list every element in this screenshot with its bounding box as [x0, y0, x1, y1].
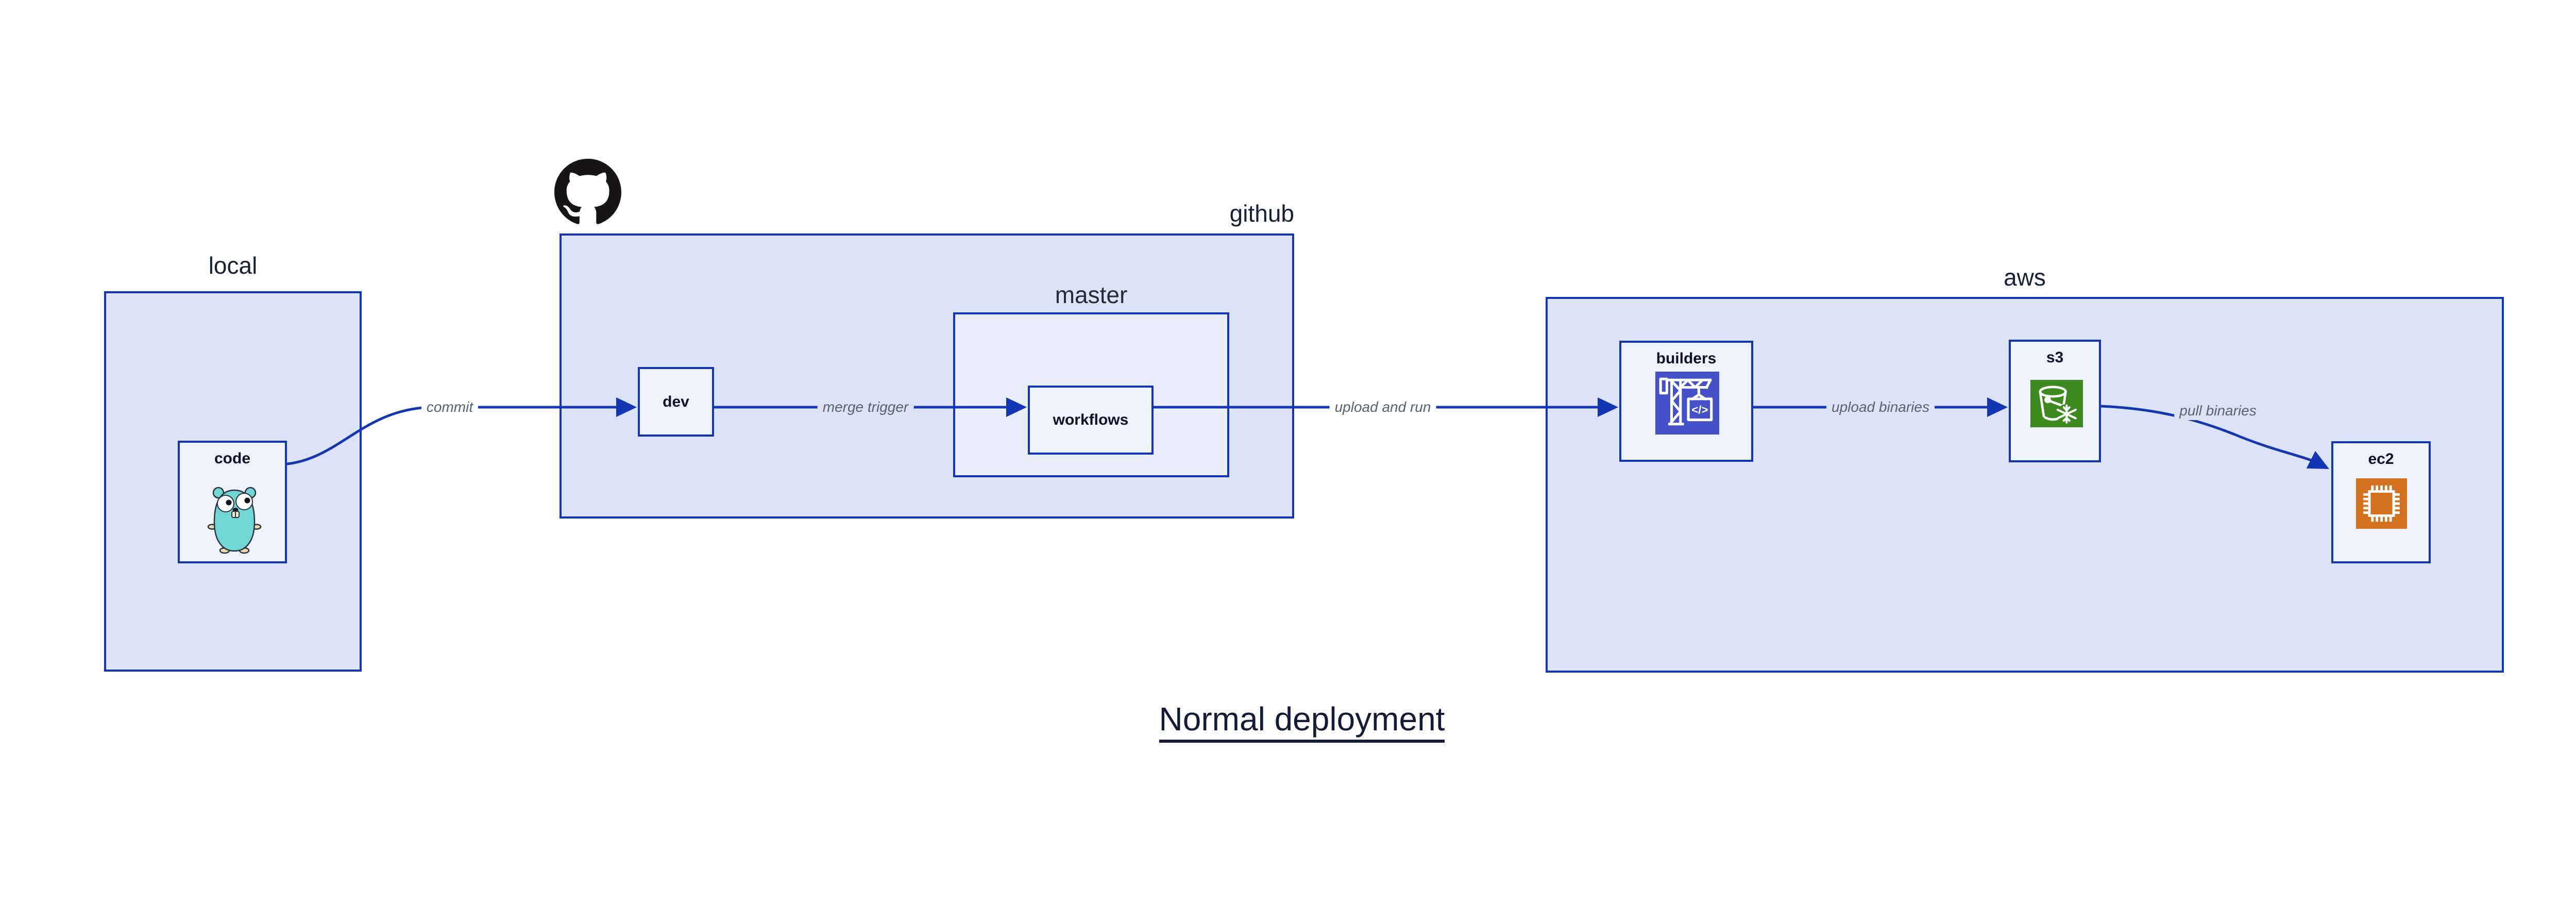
node-label-code: code [214, 450, 251, 467]
edge-commit-arrowhead [616, 397, 637, 417]
node-label-dev: dev [663, 393, 689, 410]
node-dev: dev [638, 367, 714, 437]
edge-label-merge-trigger: merge trigger [817, 398, 914, 416]
edge-merge-trigger-arrowhead [1006, 397, 1027, 417]
diagram-title-text: Normal deployment [1159, 700, 1445, 743]
edge-label-upload-binaries: upload binaries [1826, 398, 1935, 416]
cluster-label-master: master [1055, 281, 1128, 308]
cluster-label-aws: aws [2004, 264, 2046, 291]
aws-s3-bucket-snowflake-icon [2030, 380, 2083, 427]
edge-pull-binaries-arrowhead [2306, 450, 2329, 469]
node-builders: builders </> [1619, 341, 1753, 462]
edge-commit-line [286, 406, 618, 465]
github-octocat-icon [554, 159, 621, 224]
diagram-title: Normal deployment [0, 700, 2576, 743]
cluster-label-local: local [208, 252, 258, 279]
node-label-s3: s3 [2046, 349, 2064, 366]
node-label-workflows: workflows [1053, 411, 1129, 428]
edge-label-commit: commit [421, 398, 479, 416]
edge-label-upload-and-run: upload and run [1329, 398, 1436, 416]
aws-codebuild-crane-icon: </> [1655, 372, 1719, 435]
aws-ec2-chip-icon [2356, 478, 2407, 529]
edge-label-pull-binaries: pull binaries [2174, 402, 2262, 420]
node-code: code [178, 441, 287, 563]
edge-upload-and-run-arrowhead [1598, 397, 1618, 417]
node-label-ec2: ec2 [2368, 450, 2394, 467]
cluster-label-github: github [1229, 200, 1294, 227]
edge-pull-binaries-line [2099, 405, 2314, 462]
node-s3: s3 [2009, 340, 2101, 462]
edge-upload-binaries-arrowhead [1987, 397, 2008, 417]
svg-text:</>: </> [1691, 403, 1708, 416]
node-ec2: ec2 [2331, 441, 2431, 563]
node-workflows: workflows [1028, 386, 1154, 455]
node-label-builders: builders [1656, 350, 1717, 367]
go-gopher-icon [207, 487, 262, 554]
